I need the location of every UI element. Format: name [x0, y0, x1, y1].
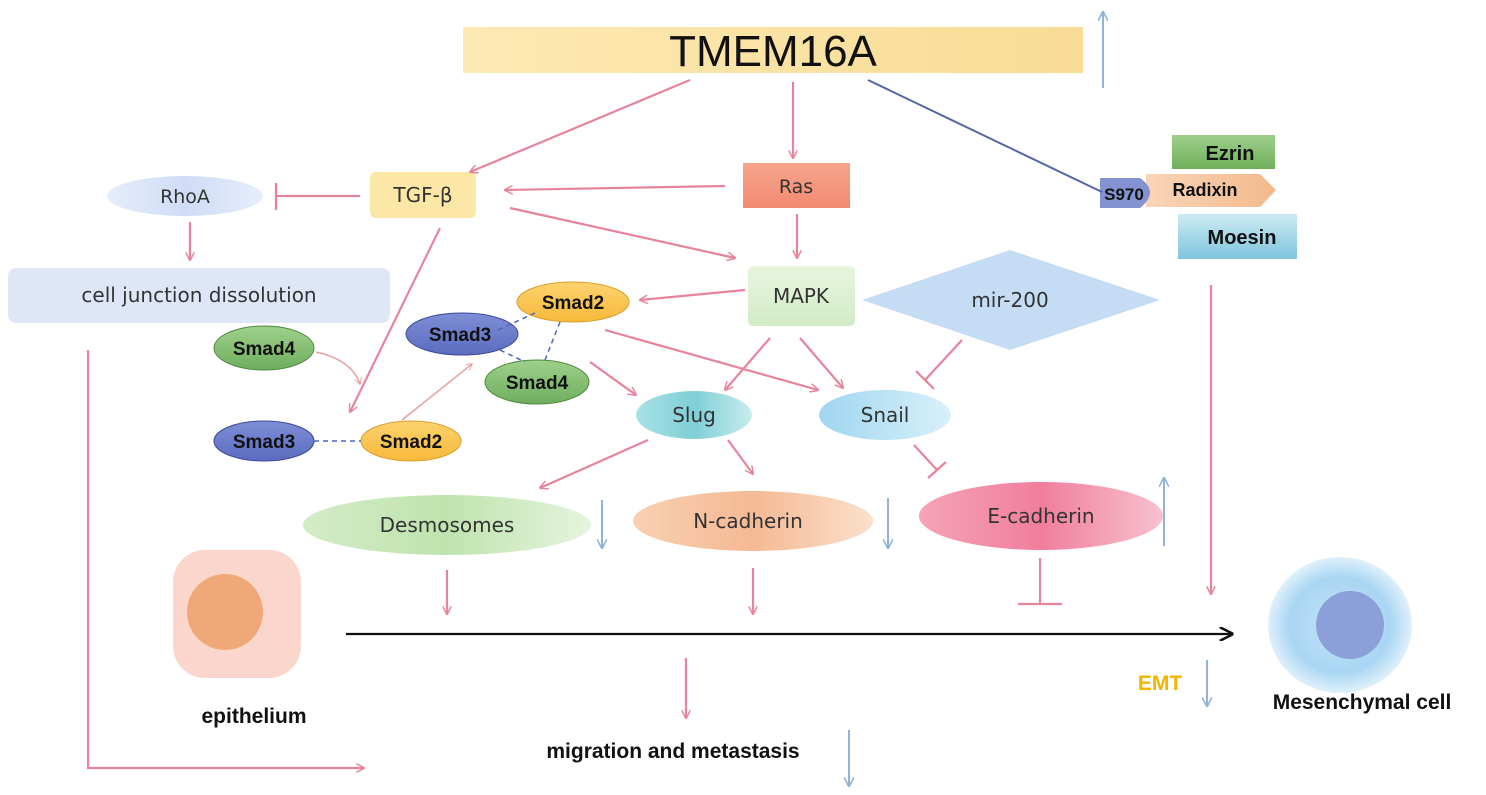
n-cadherin-node	[633, 491, 873, 551]
arrow-smad2-to-snail	[604, 328, 818, 390]
ezrin-label: Ezrin	[1206, 143, 1255, 165]
smad2-top-node	[516, 281, 630, 323]
tgf-beta-label: TGF-β	[392, 183, 452, 207]
dash-smad2-smad4	[544, 321, 561, 361]
tmem16a-label: TMEM16A	[669, 27, 877, 76]
s970-label: S970	[1104, 185, 1144, 204]
smad4-mid-label: Smad4	[506, 373, 569, 394]
inhibit-snail-to-ecadherin	[913, 444, 947, 479]
arrow-smad-to-slug	[589, 361, 636, 395]
moesin-label: Moesin	[1208, 227, 1277, 249]
rhoa-node	[107, 176, 263, 216]
smad3-top-label: Smad3	[429, 325, 491, 346]
mapk-box	[748, 266, 855, 326]
dash-smad3-smad2-top	[497, 312, 536, 331]
arrow-mapk-to-slug	[725, 337, 771, 390]
smad2-top-label: Smad2	[542, 293, 604, 314]
arrow-smad2-to-smad3	[401, 364, 472, 421]
arrow-slug-to-ncadherin	[727, 439, 753, 474]
arrow-tgf-to-smad	[350, 227, 441, 412]
inhibit-mir200-to-snail	[915, 339, 963, 390]
slug-label: Slug	[672, 403, 716, 427]
mesenchymal-label: Mesenchymal cell	[1273, 691, 1452, 714]
arrow-smad4-to-smad3	[315, 351, 360, 384]
epithelium-nucleus	[187, 574, 263, 650]
arrow-mapk-to-smad2	[640, 288, 746, 300]
arrow-ras-to-tgf	[505, 184, 726, 190]
radixin-shape	[1146, 174, 1276, 207]
tmem16a-bar	[463, 27, 1083, 73]
line-tmem-to-s970	[867, 79, 1103, 193]
smad4-left-node	[213, 325, 315, 371]
tgf-beta-box	[370, 172, 476, 218]
inhibit-tgf-to-rhoa	[274, 183, 360, 210]
smad3-bottom-label: Smad3	[233, 432, 295, 453]
ezrin-box	[1172, 135, 1275, 169]
arrow-mapk-to-snail	[799, 337, 843, 388]
snail-node	[819, 390, 951, 440]
smad3-top-node	[405, 312, 519, 356]
inhibit-ecadherin-down	[1018, 558, 1062, 606]
epithelium-label: epithelium	[201, 705, 306, 728]
smad2-bottom-label: Smad2	[380, 432, 442, 453]
radixin-label: Radixin	[1172, 180, 1237, 200]
emt-label: EMT	[1138, 672, 1183, 695]
ras-box	[743, 163, 850, 208]
s970-tag	[1100, 178, 1150, 208]
snail-label: Snail	[861, 403, 910, 427]
arrow-junction-to-bottom	[86, 350, 364, 768]
mapk-label: MAPK	[773, 284, 830, 308]
arrow-tmem-to-tgf	[470, 78, 691, 172]
ras-label: Ras	[779, 176, 813, 198]
mir-200-diamond	[862, 250, 1160, 350]
mesenchymal-nucleus	[1316, 591, 1384, 659]
smad4-mid-node	[484, 359, 590, 405]
arrow-slug-to-desmosomes	[540, 438, 649, 488]
slug-node	[636, 391, 752, 439]
mir-200-label: mir-200	[971, 288, 1048, 312]
n-cadherin-label: N-cadherin	[693, 509, 803, 533]
moesin-box	[1178, 214, 1297, 259]
e-cadherin-label: E-cadherin	[987, 504, 1094, 528]
cell-junction-label: cell junction dissolution	[81, 283, 316, 307]
arrow-tgf-to-mapk	[509, 206, 735, 258]
desmosomes-label: Desmosomes	[380, 513, 515, 537]
dash-smad3-smad4	[499, 349, 526, 363]
migration-label: migration and metastasis	[546, 740, 799, 763]
e-cadherin-node	[919, 482, 1163, 550]
desmosomes-node	[303, 495, 591, 555]
cell-junction-box	[8, 268, 390, 323]
smad4-left-label: Smad4	[233, 339, 296, 360]
rhoa-label: RhoA	[160, 186, 210, 208]
